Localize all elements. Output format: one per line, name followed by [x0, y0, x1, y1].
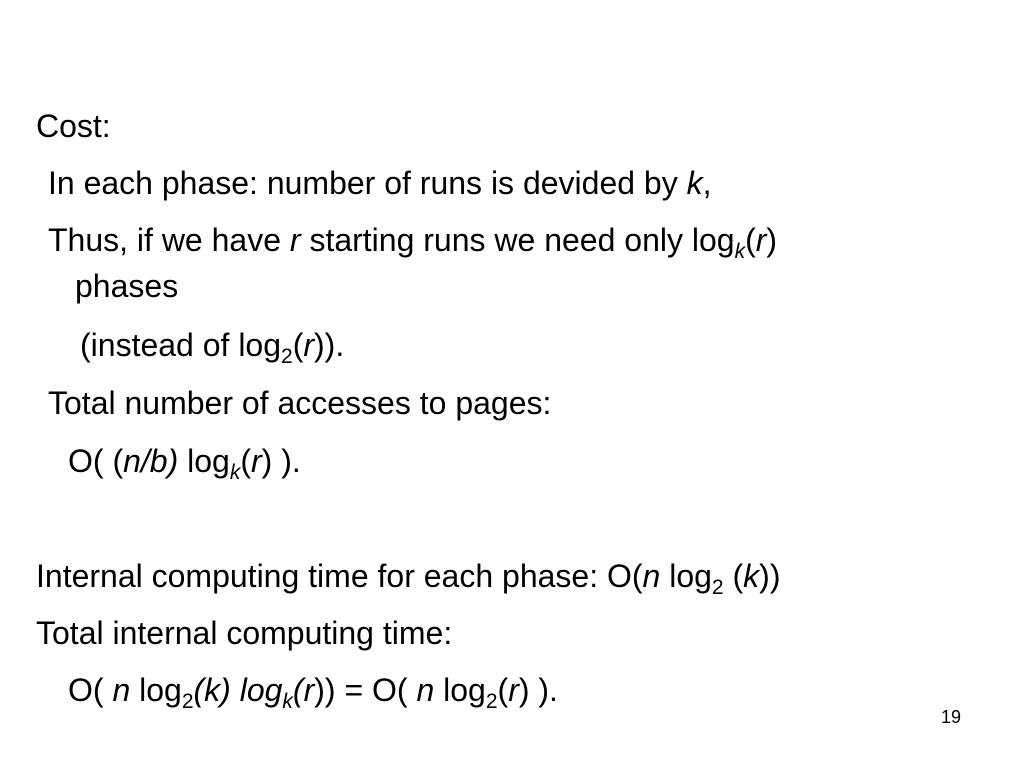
- total-internal-heading: Total internal computing time:: [36, 615, 453, 651]
- phase-line: In each phase: number of runs is devided…: [48, 165, 712, 201]
- final-formula: O( n log2(k) logk(r)) = O( n log2(r) ).: [68, 672, 558, 713]
- thus-line-continuation: phases: [75, 268, 179, 304]
- thus-line: Thus, if we have r starting runs we need…: [48, 222, 778, 263]
- accesses-formula: O( (n/b) logk(r) ).: [68, 443, 301, 484]
- internal-phase-line: Internal computing time for each phase: …: [36, 558, 781, 599]
- instead-line: (instead of log2(r)).: [80, 327, 345, 368]
- total-accesses-heading: Total number of accesses to pages:: [48, 385, 552, 421]
- page-number: 19: [941, 707, 962, 727]
- cost-heading: Cost:: [36, 108, 111, 144]
